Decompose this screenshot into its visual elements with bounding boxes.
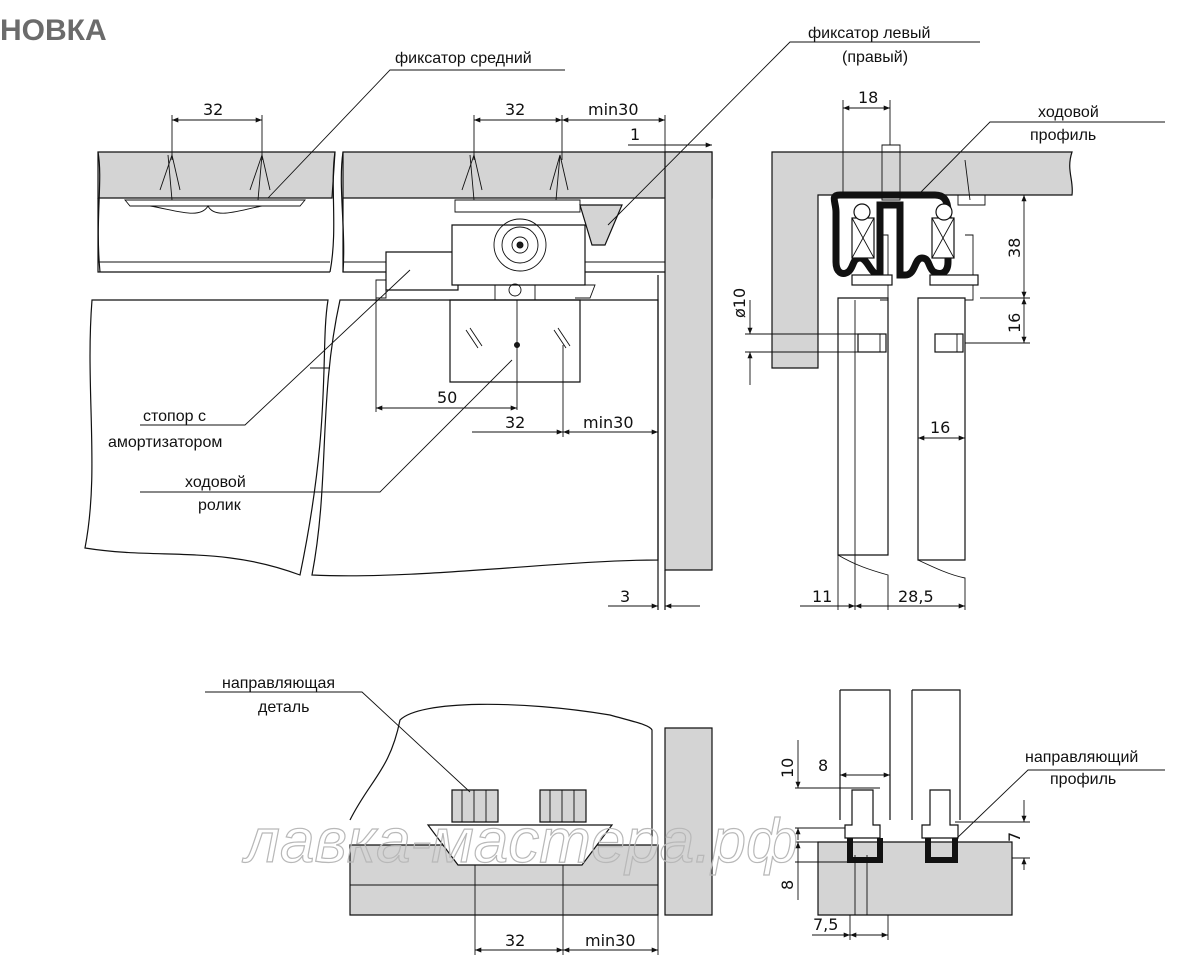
dim-16-vertical: 16	[1005, 313, 1024, 333]
guide-pin-rear	[921, 789, 959, 839]
ceiling-board-right	[342, 151, 713, 199]
label-roller-line1: ходовой	[185, 474, 246, 491]
dim-11: 11	[812, 587, 832, 606]
side-wall	[664, 151, 713, 571]
door-bottom-outline	[349, 703, 653, 845]
dim-8-horizontal: 8	[818, 756, 828, 775]
label-stopper-line2: амортизатором	[108, 434, 222, 451]
guide-side-view: 10 8 7 8 7,5 направляющий профиль	[778, 689, 1165, 940]
label-guide-profile-line2: профиль	[1050, 771, 1116, 788]
side-door-front	[837, 297, 889, 556]
leader-running-profile	[919, 121, 1165, 194]
side-ceiling	[771, 151, 1073, 369]
dim-50: 50	[437, 388, 457, 407]
dim-32-roller: 32	[505, 100, 525, 119]
label-guide-profile-line1: направляющий	[1025, 749, 1138, 766]
guide-channel-rear	[925, 838, 958, 863]
dim-min30-top: min30	[588, 100, 639, 119]
dim-7: 7	[1005, 832, 1024, 842]
leader-middle-fixer	[267, 69, 565, 199]
label-guide-part-line1: направляющая	[222, 675, 335, 692]
dim-min30-bottom: min30	[583, 413, 634, 432]
wall-bottom	[664, 727, 713, 916]
leader-left-fixer	[607, 41, 980, 226]
guide-part-base	[426, 824, 614, 866]
label-guide-part-line2: деталь	[258, 699, 309, 716]
dim-18: 18	[858, 88, 878, 107]
guide-channel-front	[847, 838, 883, 863]
dim-10: 10	[778, 758, 797, 778]
door-leaf-right	[311, 299, 659, 577]
label-running-profile-line2: профиль	[1030, 127, 1096, 144]
rail-left	[97, 198, 330, 273]
door-bottom-front	[839, 689, 891, 820]
label-roller-line2: ролик	[198, 497, 242, 514]
roller-wheel	[493, 218, 547, 272]
running-roller-body	[451, 224, 586, 286]
leader-guide-profile	[954, 769, 1165, 841]
side-door-rear	[917, 297, 966, 561]
dim-8-vertical: 8	[778, 880, 797, 890]
label-middle-fixer: фиксатор средний	[395, 50, 532, 67]
dim-32-guide: 32	[505, 931, 525, 950]
leader-stopper	[140, 269, 411, 426]
page-title: НОВКА	[0, 14, 107, 47]
dim-min30-guide: min30	[585, 931, 636, 950]
dim-1: 1	[630, 125, 640, 144]
leader-guide-part	[205, 691, 471, 793]
dim-phi10: ø10	[730, 288, 749, 318]
dim-38: 38	[1005, 238, 1024, 258]
guide-part-pin-2	[539, 789, 587, 823]
dim-7-5: 7,5	[813, 915, 838, 934]
label-stopper-line1: стопор с	[143, 408, 206, 425]
watermark: лавка-мастера.рф	[242, 807, 798, 876]
door-leaf-left	[84, 299, 329, 576]
dim-32-plate: 32	[505, 413, 525, 432]
guide-pin-front	[844, 789, 881, 839]
mounting-plate	[449, 299, 581, 383]
running-profile	[830, 191, 952, 279]
middle-fixer	[124, 199, 306, 207]
stopper-with-damper	[385, 251, 459, 291]
guide-front-view: 32 min30 направляющая деталь	[205, 675, 713, 955]
label-left-fixer-line1: фиксатор левый	[808, 25, 930, 42]
dim-28-5: 28,5	[898, 587, 934, 606]
label-running-profile-line1: ходовой	[1038, 104, 1099, 121]
label-left-fixer-line2: (правый)	[842, 49, 908, 66]
dim-32-middle-fixer: 32	[203, 100, 223, 119]
guide-part-pin-1	[451, 789, 499, 823]
ceiling-board-left	[97, 151, 336, 199]
dim-16-horizontal: 16	[930, 418, 950, 437]
front-view: 32 32 min30 1 50 32 min30 3 фиксатор сре…	[84, 25, 980, 610]
dim-3: 3	[620, 587, 630, 606]
leader-roller	[140, 359, 513, 493]
left-fixer	[579, 204, 623, 246]
side-view: 18 38 16 ø10 16 11 28,5 ходовой профиль	[730, 88, 1165, 610]
door-bottom-rear	[911, 689, 961, 820]
